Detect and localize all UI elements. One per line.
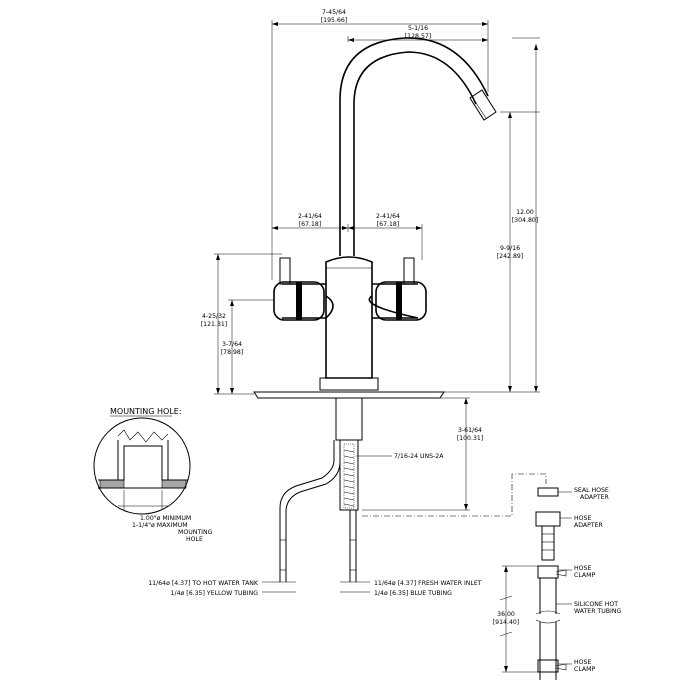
hot-tubing-1: 11/64ø [4.37] TO HOT WATER TANK xyxy=(148,580,259,587)
height-total-mm: [304.80] xyxy=(512,217,538,224)
hole-line3: MOUNTING xyxy=(178,529,213,536)
hot-tubing-2: 1/4ø [6.35] YELLOW TUBING xyxy=(171,590,259,597)
handle-right: 2-41/64 xyxy=(376,213,400,220)
clamp-top-label: HOSE xyxy=(574,565,591,572)
hose-assembly: 36.00 [914.40] SEAL HOSE ADAPTER HOSE AD… xyxy=(362,473,621,680)
clamp-top-label-2: CLAMP xyxy=(574,572,595,579)
handle-left: 2-41/64 xyxy=(298,213,322,220)
hose-length-mm: [914.40] xyxy=(493,619,519,626)
seal-label: SEAL HOSE xyxy=(574,487,609,494)
seal-label-2: ADAPTER xyxy=(580,494,610,501)
spout-reach: 5-1/16 xyxy=(408,25,428,32)
faucet-spout xyxy=(339,37,497,256)
tubing-labels: 11/64ø [4.37] TO HOT WATER TANK 1/4ø [6.… xyxy=(148,580,482,597)
hose-length: 36.00 xyxy=(497,611,515,618)
faucet-shank xyxy=(279,397,363,582)
handle-right-mm: [67.18] xyxy=(377,221,400,228)
overall-width-mm: [195.66] xyxy=(321,17,347,24)
spout-height-mm: [242.89] xyxy=(497,253,523,260)
dimension-text: 7-45/64 [195.66] 5-1/16 [128.57] 2-41/64… xyxy=(201,9,538,460)
body-height-mm: [121.31] xyxy=(201,321,227,328)
adapter-label-2: ADAPTER xyxy=(574,522,604,529)
fresh-tubing-2: 1/4ø [6.35] BLUE TUBING xyxy=(374,590,452,597)
fresh-tubing-1: 11/64ø [4.37] FRESH WATER INLET xyxy=(374,580,482,587)
lower-height-mm: [78.98] xyxy=(221,349,244,356)
shank-length-mm: [100.31] xyxy=(457,435,483,442)
faucet-body xyxy=(253,256,445,399)
shank-length: 3-61/64 xyxy=(458,427,482,434)
silicone-label-2: WATER TUBING xyxy=(574,608,621,615)
mounting-title: MOUNTING HOLE: xyxy=(110,407,182,416)
mounting-hole-detail: MOUNTING HOLE: 1.00"ø MINIMUM 1-1/4"ø MA… xyxy=(93,407,213,543)
overall-width: 7-45/64 xyxy=(322,9,346,16)
clamp-bottom-label: HOSE xyxy=(574,659,591,666)
clamp-bottom-label-2: CLAMP xyxy=(574,666,595,673)
spout-height: 9-9/16 xyxy=(500,245,520,252)
lower-height: 3-7/64 xyxy=(222,341,242,348)
height-total: 12.00 xyxy=(516,209,534,216)
silicone-label-1: SILICONE HOT xyxy=(574,601,618,608)
hole-max: 1-1/4"ø MAXIMUM xyxy=(132,522,188,529)
body-height: 4-25/32 xyxy=(202,313,226,320)
adapter-label: HOSE xyxy=(574,515,591,522)
handle-left-mm: [67.18] xyxy=(299,221,322,228)
spout-reach-mm: [128.57] xyxy=(405,33,431,40)
dimension-lines xyxy=(214,20,540,593)
hole-line4: HOLE xyxy=(186,536,203,543)
hole-min: 1.00"ø MINIMUM xyxy=(140,515,191,522)
thread-spec: 7/16-24 UNS-2A xyxy=(394,453,444,460)
